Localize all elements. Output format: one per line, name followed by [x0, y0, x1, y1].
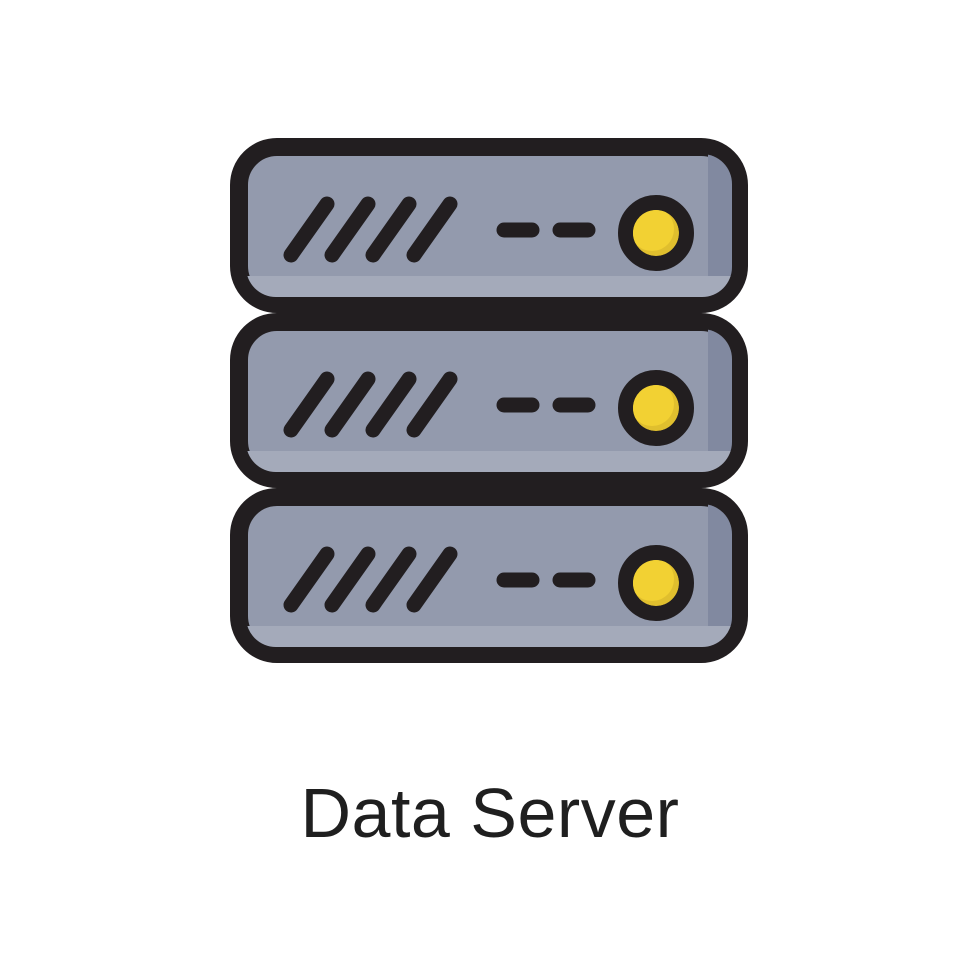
server-unit	[239, 322, 739, 479]
server-unit	[239, 497, 739, 654]
server-stack	[239, 147, 739, 654]
server-unit	[239, 147, 739, 304]
icon-caption: Data Server	[300, 774, 680, 852]
